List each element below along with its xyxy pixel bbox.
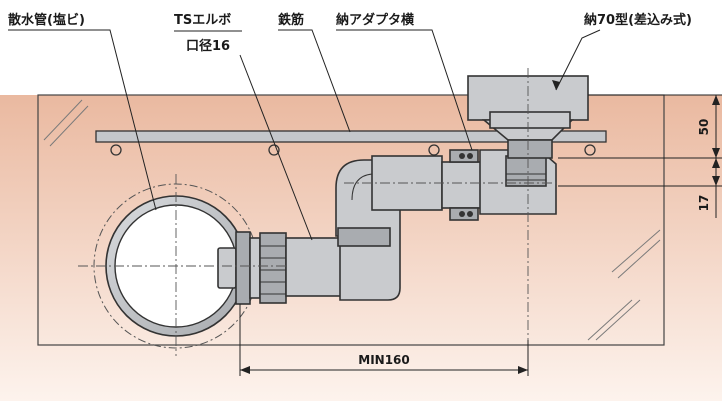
- label-ts-elbow: TSエルボ: [174, 12, 231, 28]
- rebar-rods: [110, 144, 596, 156]
- slab-outline: [37, 94, 665, 346]
- label-fitting: 納70型(差込み式): [584, 12, 692, 28]
- hatch-top-left: [43, 99, 89, 147]
- label-adapter: 納アダプタ横: [336, 12, 415, 28]
- hatch-right: [611, 229, 661, 279]
- hatch-bottom-right: [587, 299, 641, 341]
- adapter-horizontal: [441, 149, 557, 221]
- label-drain-pipe: 散水管(塩ビ): [8, 12, 85, 28]
- dimension-depth: [558, 94, 722, 218]
- pipe-connector: [217, 231, 287, 305]
- dimension-min160-label: MIN160: [358, 353, 410, 367]
- label-rebar: 鉄筋: [278, 12, 304, 28]
- label-ts-elbow-diameter: 口径16: [186, 38, 230, 54]
- center-lines: [78, 68, 560, 360]
- dimension-17-label: 17: [697, 195, 711, 212]
- dimension-50-label: 50: [697, 119, 711, 136]
- label-leaders: [8, 29, 601, 241]
- rebar-bar: [95, 130, 607, 143]
- dimension-min160: [239, 304, 529, 376]
